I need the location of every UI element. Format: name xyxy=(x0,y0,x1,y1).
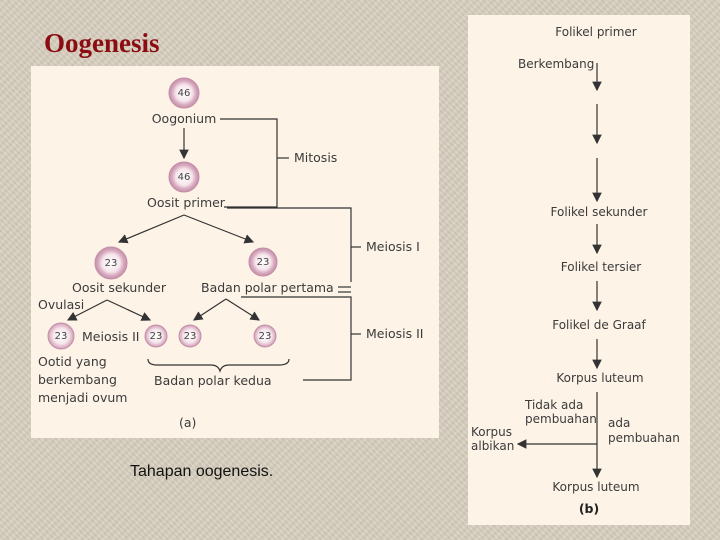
second-polar-body-cell-2: 23 xyxy=(178,324,202,348)
corpus-luteum-label: Korpus luteum xyxy=(556,371,643,385)
ootid-label-line1: Ootid yang xyxy=(38,354,107,369)
panel-a-letter: (a) xyxy=(179,415,196,430)
mitosis-label: Mitosis xyxy=(294,150,337,165)
follicle-development-diagram: Folikel primer Berkembang Folikel sekund… xyxy=(471,25,680,516)
slide-title: Oogenesis xyxy=(44,28,160,58)
polar-division-arrow-right xyxy=(225,298,261,321)
first-polar-body-label: Badan polar pertama xyxy=(201,280,334,295)
fertilization-label-line2: pembuahan xyxy=(608,431,680,445)
fertilization-label-line1: ada xyxy=(608,416,630,430)
second-polar-body-cell-3: 23 xyxy=(253,324,277,348)
corpus-albicans-label-line2: albikan xyxy=(471,439,514,453)
meiosis1-label: Meiosis I xyxy=(366,239,420,254)
meiosis2-arrow-left xyxy=(66,299,108,321)
meiosis1-arrow-left xyxy=(117,214,185,244)
primary-follicle-label: Folikel primer xyxy=(555,25,636,39)
first-polar-body-cell: 23 xyxy=(248,247,278,277)
secondary-follicle-label: Folikel sekunder xyxy=(551,205,648,219)
corpus-albicans-label-line1: Korpus xyxy=(471,425,512,439)
meiosis2-arrow-right xyxy=(106,299,152,321)
second-polar-body-cell-1: 23 xyxy=(144,324,168,348)
polar-division-arrow-left xyxy=(192,298,227,321)
ootid-cell: 23 xyxy=(47,322,75,350)
meiosis1-bracket xyxy=(227,207,352,282)
meiosis1-arrow-right xyxy=(183,214,255,244)
oogonium-chromosome-count: 46 xyxy=(178,88,191,99)
primary-oocyte-cell: 46 xyxy=(168,161,200,193)
second-polar-bodies-label: Badan polar kedua xyxy=(154,373,272,388)
ovulation-label: Ovulasi xyxy=(38,297,84,312)
corpus-luteum-final-label: Korpus luteum xyxy=(552,480,639,494)
panel-b-letter: (b) xyxy=(579,501,599,516)
oogenesis-stages-diagram: 46 Oogonium Mitosis 46 Oosit primer Meio… xyxy=(38,77,423,430)
tertiary-follicle-label: Folikel tersier xyxy=(561,260,642,274)
mitosis-bracket xyxy=(220,118,278,208)
svg-text:23: 23 xyxy=(55,331,68,342)
meiosis2-inline-label: Meiosis II xyxy=(82,329,139,344)
primary-oocyte-label: Oosit primer xyxy=(147,195,226,210)
oogenesis-stages-panel: 46 Oogonium Mitosis 46 Oosit primer Meio… xyxy=(31,66,439,438)
primary-oocyte-chromosome-count: 46 xyxy=(178,172,191,183)
secondary-oocyte-cell: 23 xyxy=(94,246,128,280)
no-fertilization-label-line1: Tidak ada xyxy=(524,398,583,412)
oogonium-cell: 46 xyxy=(168,77,200,109)
secondary-oocyte-chromosome-count: 23 xyxy=(105,258,118,269)
figure-caption: Tahapan oogenesis. xyxy=(130,463,274,480)
no-fertilization-label-line2: pembuahan xyxy=(525,412,597,426)
second-polar-bodies-brace xyxy=(147,358,290,373)
ootid-label-line2: berkembang xyxy=(38,372,117,387)
svg-text:23: 23 xyxy=(150,331,163,342)
meiosis2-bracket xyxy=(241,296,352,381)
first-polar-body-chromosome-count: 23 xyxy=(257,257,270,268)
oogonium-label: Oogonium xyxy=(152,111,217,126)
meiosis2-label: Meiosis II xyxy=(366,326,423,341)
ootid-label-line3: menjadi ovum xyxy=(38,390,127,405)
follicle-development-panel: Folikel primer Berkembang Folikel sekund… xyxy=(468,15,690,525)
svg-text:23: 23 xyxy=(184,331,197,342)
graafian-follicle-label: Folikel de Graaf xyxy=(552,318,646,332)
svg-text:23: 23 xyxy=(259,331,272,342)
developing-label: Berkembang xyxy=(518,57,594,71)
secondary-oocyte-label: Oosit sekunder xyxy=(72,280,167,295)
